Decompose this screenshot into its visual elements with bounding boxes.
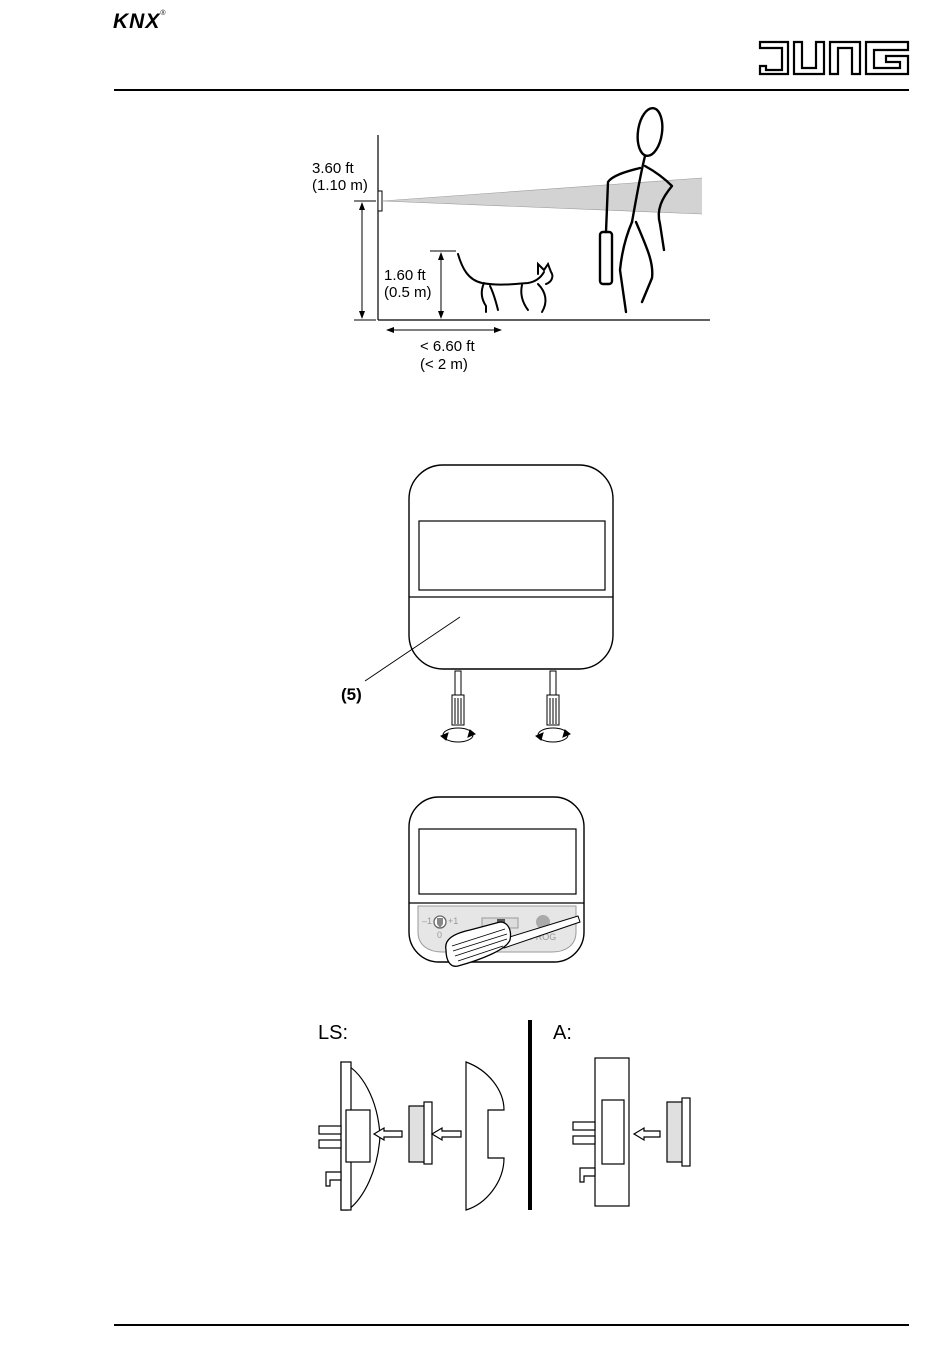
assembly-drawing (0, 0, 950, 1230)
footer-rule (114, 1324, 909, 1326)
